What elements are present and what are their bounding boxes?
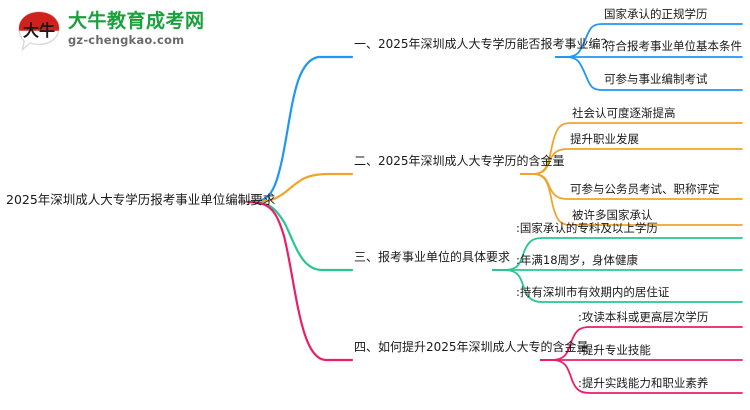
mindmap-leaf-4-3[interactable]: :提升实践能力和职业素养 xyxy=(578,376,709,390)
logo-text-block: 大牛教育成考网 gz-chengkao.com xyxy=(68,10,205,47)
svg-text:大牛: 大牛 xyxy=(23,21,55,40)
mindmap-branch-1[interactable]: 一、2025年深圳成人大专学历能否报考事业编？ xyxy=(354,37,613,51)
logo-title: 大牛教育成考网 xyxy=(68,10,205,32)
mindmap-root-node[interactable]: 2025年深圳成人大专学历报考事业单位编制要求 xyxy=(6,192,276,207)
mindmap-branch-2[interactable]: 二、2025年深圳成人大专学历的含金量 xyxy=(354,154,565,168)
mindmap-leaf-2-2[interactable]: 提升职业发展 xyxy=(570,132,639,146)
mindmap-branch-3[interactable]: 三、报考事业单位的具体要求 xyxy=(354,250,511,264)
site-logo[interactable]: 大牛 大牛教育成考网 gz-chengkao.com xyxy=(16,8,226,56)
mindmap-leaf-3-2[interactable]: :年满18周岁，身体健康 xyxy=(516,253,639,267)
mindmap-leaf-2-4[interactable]: 被许多国家承认 xyxy=(572,208,653,222)
logo-subtitle: gz-chengkao.com xyxy=(68,33,185,47)
mindmap-leaf-4-2[interactable]: :提升专业技能 xyxy=(578,343,651,357)
mindmap-leaf-3-3[interactable]: :持有深圳市有效期内的居住证 xyxy=(516,285,670,299)
mindmap-leaf-1-3[interactable]: 可参与事业编制考试 xyxy=(604,72,708,86)
mindmap-leaf-4-1[interactable]: :攻读本科或更高层次学历 xyxy=(578,310,709,324)
mindmap-leaf-3-1[interactable]: :国家承认的专科及以上学历 xyxy=(516,221,658,235)
logo-mark-icon: 大牛 xyxy=(18,11,60,52)
mindmap-leaf-2-1[interactable]: 社会认可度逐渐提高 xyxy=(572,106,676,120)
mindmap-leaf-2-3[interactable]: 可参与公务员考试、职称评定 xyxy=(570,182,720,196)
mindmap-branch-4[interactable]: 四、如何提升2025年深圳成人大专的含金量 xyxy=(354,340,589,354)
mindmap-leaf-1-2[interactable]: 符合报考事业单位基本条件 xyxy=(604,39,742,53)
mindmap-leaf-1-1[interactable]: 国家承认的正规学历 xyxy=(604,7,708,21)
